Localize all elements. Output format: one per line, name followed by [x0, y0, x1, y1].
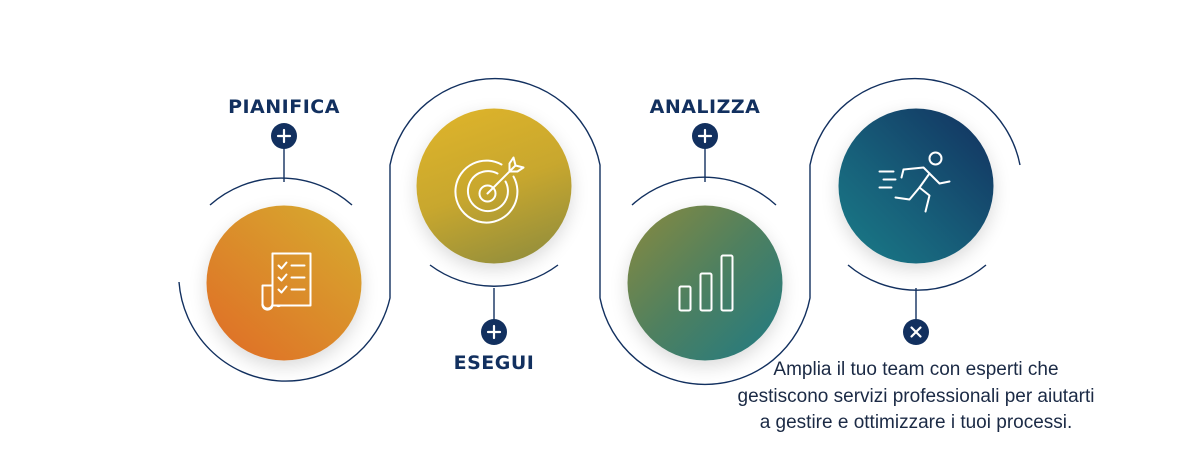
expand-pianifica-button[interactable]: [271, 123, 297, 149]
checklist-icon: [260, 252, 311, 311]
plus-icon: [697, 128, 713, 144]
expand-analizza-button[interactable]: [692, 123, 718, 149]
step-label-esegui: ESEGUI: [453, 352, 535, 374]
step-description: Amplia il tuo team con esperti che gesti…: [737, 359, 1095, 433]
step-label-analizza: ANALIZZA: [649, 96, 761, 118]
close-icon: [910, 326, 922, 338]
plus-icon: [486, 324, 502, 340]
running-person-icon: [878, 151, 950, 212]
step-circle-pianifica: [206, 205, 362, 361]
step-circle-expand: [838, 108, 994, 264]
step-circle-analizza: [627, 205, 783, 361]
target-icon: [453, 156, 524, 224]
plus-icon: [276, 128, 292, 144]
close-button[interactable]: [903, 319, 929, 345]
step-label-pianifica: PIANIFICA: [228, 96, 340, 118]
bar-chart-icon: [678, 254, 733, 311]
expand-esegui-button[interactable]: [481, 319, 507, 345]
step-circle-esegui: [416, 108, 572, 264]
